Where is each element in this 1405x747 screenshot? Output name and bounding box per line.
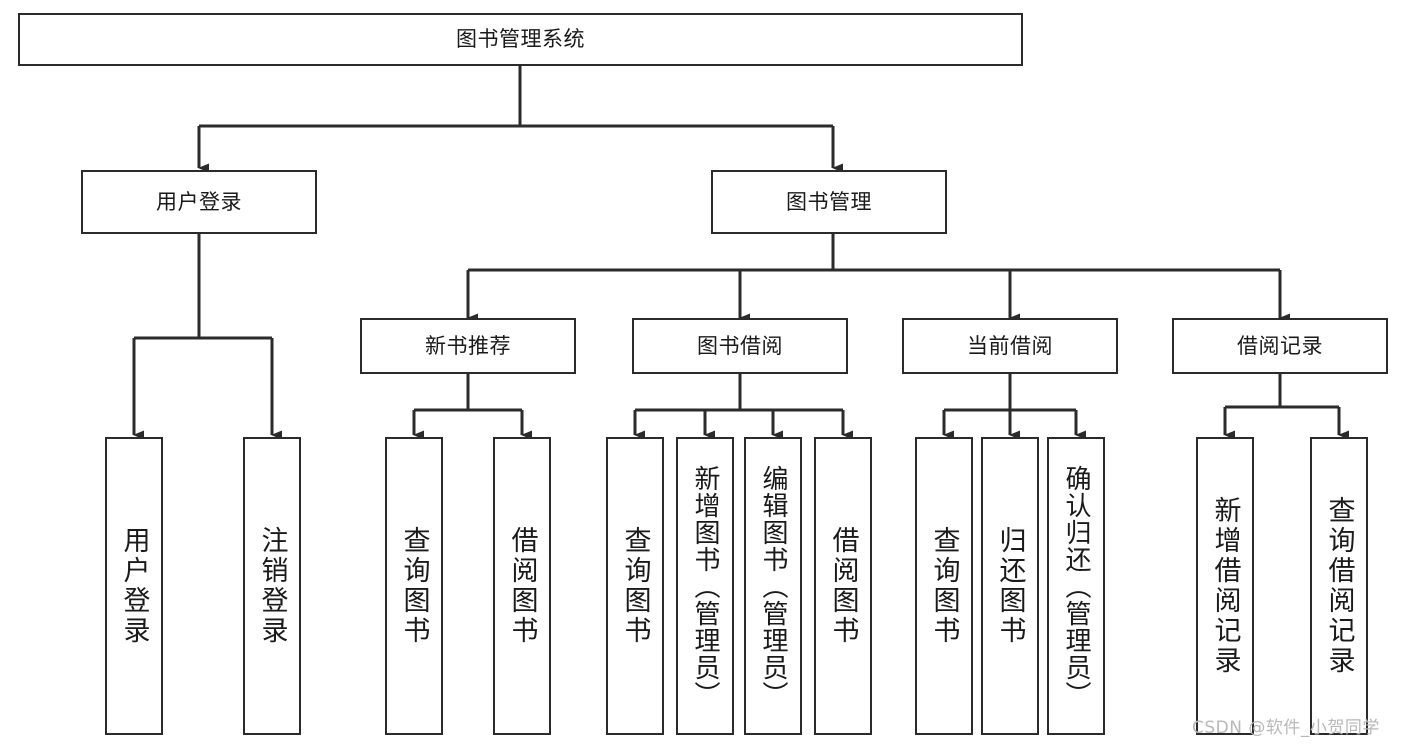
node-label: 注销登录 [256,526,288,646]
node-label: 新增借阅记录 [1209,496,1241,676]
node-user-login[interactable]: 用户登录 [81,170,317,234]
leaf-user-login-logout[interactable]: 注销登录 [243,437,301,735]
leaf-records-query-record[interactable]: 查询借阅记录 [1310,437,1368,735]
node-book-management[interactable]: 图书管理 [711,170,947,234]
node-label: 确认归还（管理员） [1061,464,1091,708]
node-label: 新书推荐 [425,333,511,358]
node-label: 图书管理 [786,189,872,214]
node-label: 借阅图书 [827,526,859,646]
leaf-records-add-record[interactable]: 新增借阅记录 [1196,437,1254,735]
leaf-borrow-query-book[interactable]: 查询图书 [606,437,664,735]
node-borrow-records[interactable]: 借阅记录 [1172,318,1388,374]
node-label: 图书借阅 [697,333,783,358]
leaf-recommend-borrow-book[interactable]: 借阅图书 [493,437,551,735]
node-book-borrow[interactable]: 图书借阅 [632,318,848,374]
node-label: 当前借阅 [967,333,1053,358]
node-label: 新增图书（管理员） [690,464,720,708]
node-label: 用户登录 [118,526,150,646]
leaf-current-query-book[interactable]: 查询图书 [915,437,973,735]
node-label: 查询图书 [928,526,960,646]
leaf-borrow-borrow-book[interactable]: 借阅图书 [814,437,872,735]
leaf-borrow-edit-book-admin[interactable]: 编辑图书（管理员） [744,437,802,735]
node-current-borrow[interactable]: 当前借阅 [902,318,1118,374]
node-label: 借阅记录 [1237,333,1323,358]
node-root-system[interactable]: 图书管理系统 [18,13,1023,66]
leaf-current-confirm-return-admin[interactable]: 确认归还（管理员） [1047,437,1105,735]
node-label: 借阅图书 [506,526,538,646]
node-label: 图书管理系统 [456,27,585,52]
leaf-user-login-login[interactable]: 用户登录 [105,437,163,735]
node-label: 查询图书 [619,526,651,646]
node-label: 编辑图书（管理员） [758,464,788,708]
watermark: CSDN @软件_小贺同学 [1192,718,1380,738]
leaf-recommend-query-book[interactable]: 查询图书 [385,437,443,735]
node-label: 查询借阅记录 [1323,496,1355,676]
node-label: 用户登录 [156,189,242,214]
node-new-book-recommend[interactable]: 新书推荐 [360,318,576,374]
leaf-borrow-add-book-admin[interactable]: 新增图书（管理员） [676,437,734,735]
node-label: 归还图书 [994,526,1026,646]
leaf-current-return-book[interactable]: 归还图书 [981,437,1039,735]
node-label: 查询图书 [398,526,430,646]
